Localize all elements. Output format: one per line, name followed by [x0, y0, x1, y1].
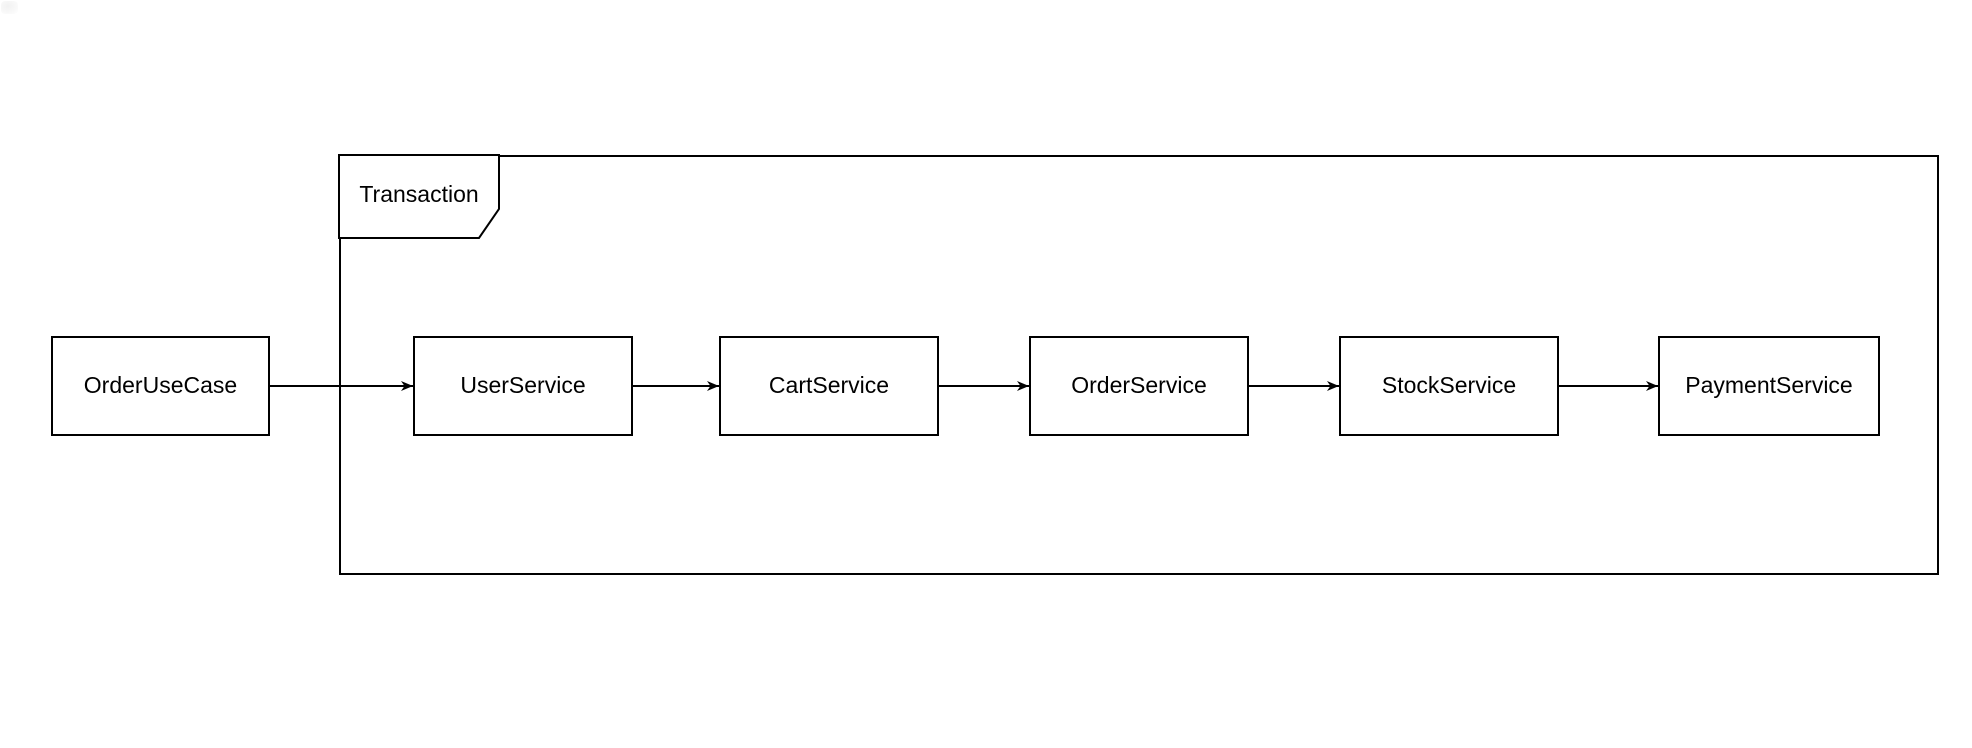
node-orderusecase-label: OrderUseCase [83, 372, 238, 399]
transaction-frame[interactable] [339, 155, 1939, 575]
node-cartservice-label: CartService [768, 372, 890, 399]
node-userservice[interactable]: UserService [413, 336, 633, 436]
frame-label: Transaction [359, 181, 479, 208]
node-orderservice-label: OrderService [1071, 372, 1207, 399]
node-userservice-label: UserService [460, 372, 586, 399]
node-cartservice[interactable]: CartService [719, 336, 939, 436]
frame-label-pentagon [338, 154, 500, 239]
node-orderusecase[interactable]: OrderUseCase [51, 336, 270, 436]
node-stockservice-label: StockService [1381, 372, 1517, 399]
node-paymentservice[interactable]: PaymentService [1658, 336, 1880, 436]
node-orderservice[interactable]: OrderService [1029, 336, 1249, 436]
node-stockservice[interactable]: StockService [1339, 336, 1559, 436]
corner-artifact [1, 1, 18, 14]
node-paymentservice-label: PaymentService [1685, 372, 1853, 399]
